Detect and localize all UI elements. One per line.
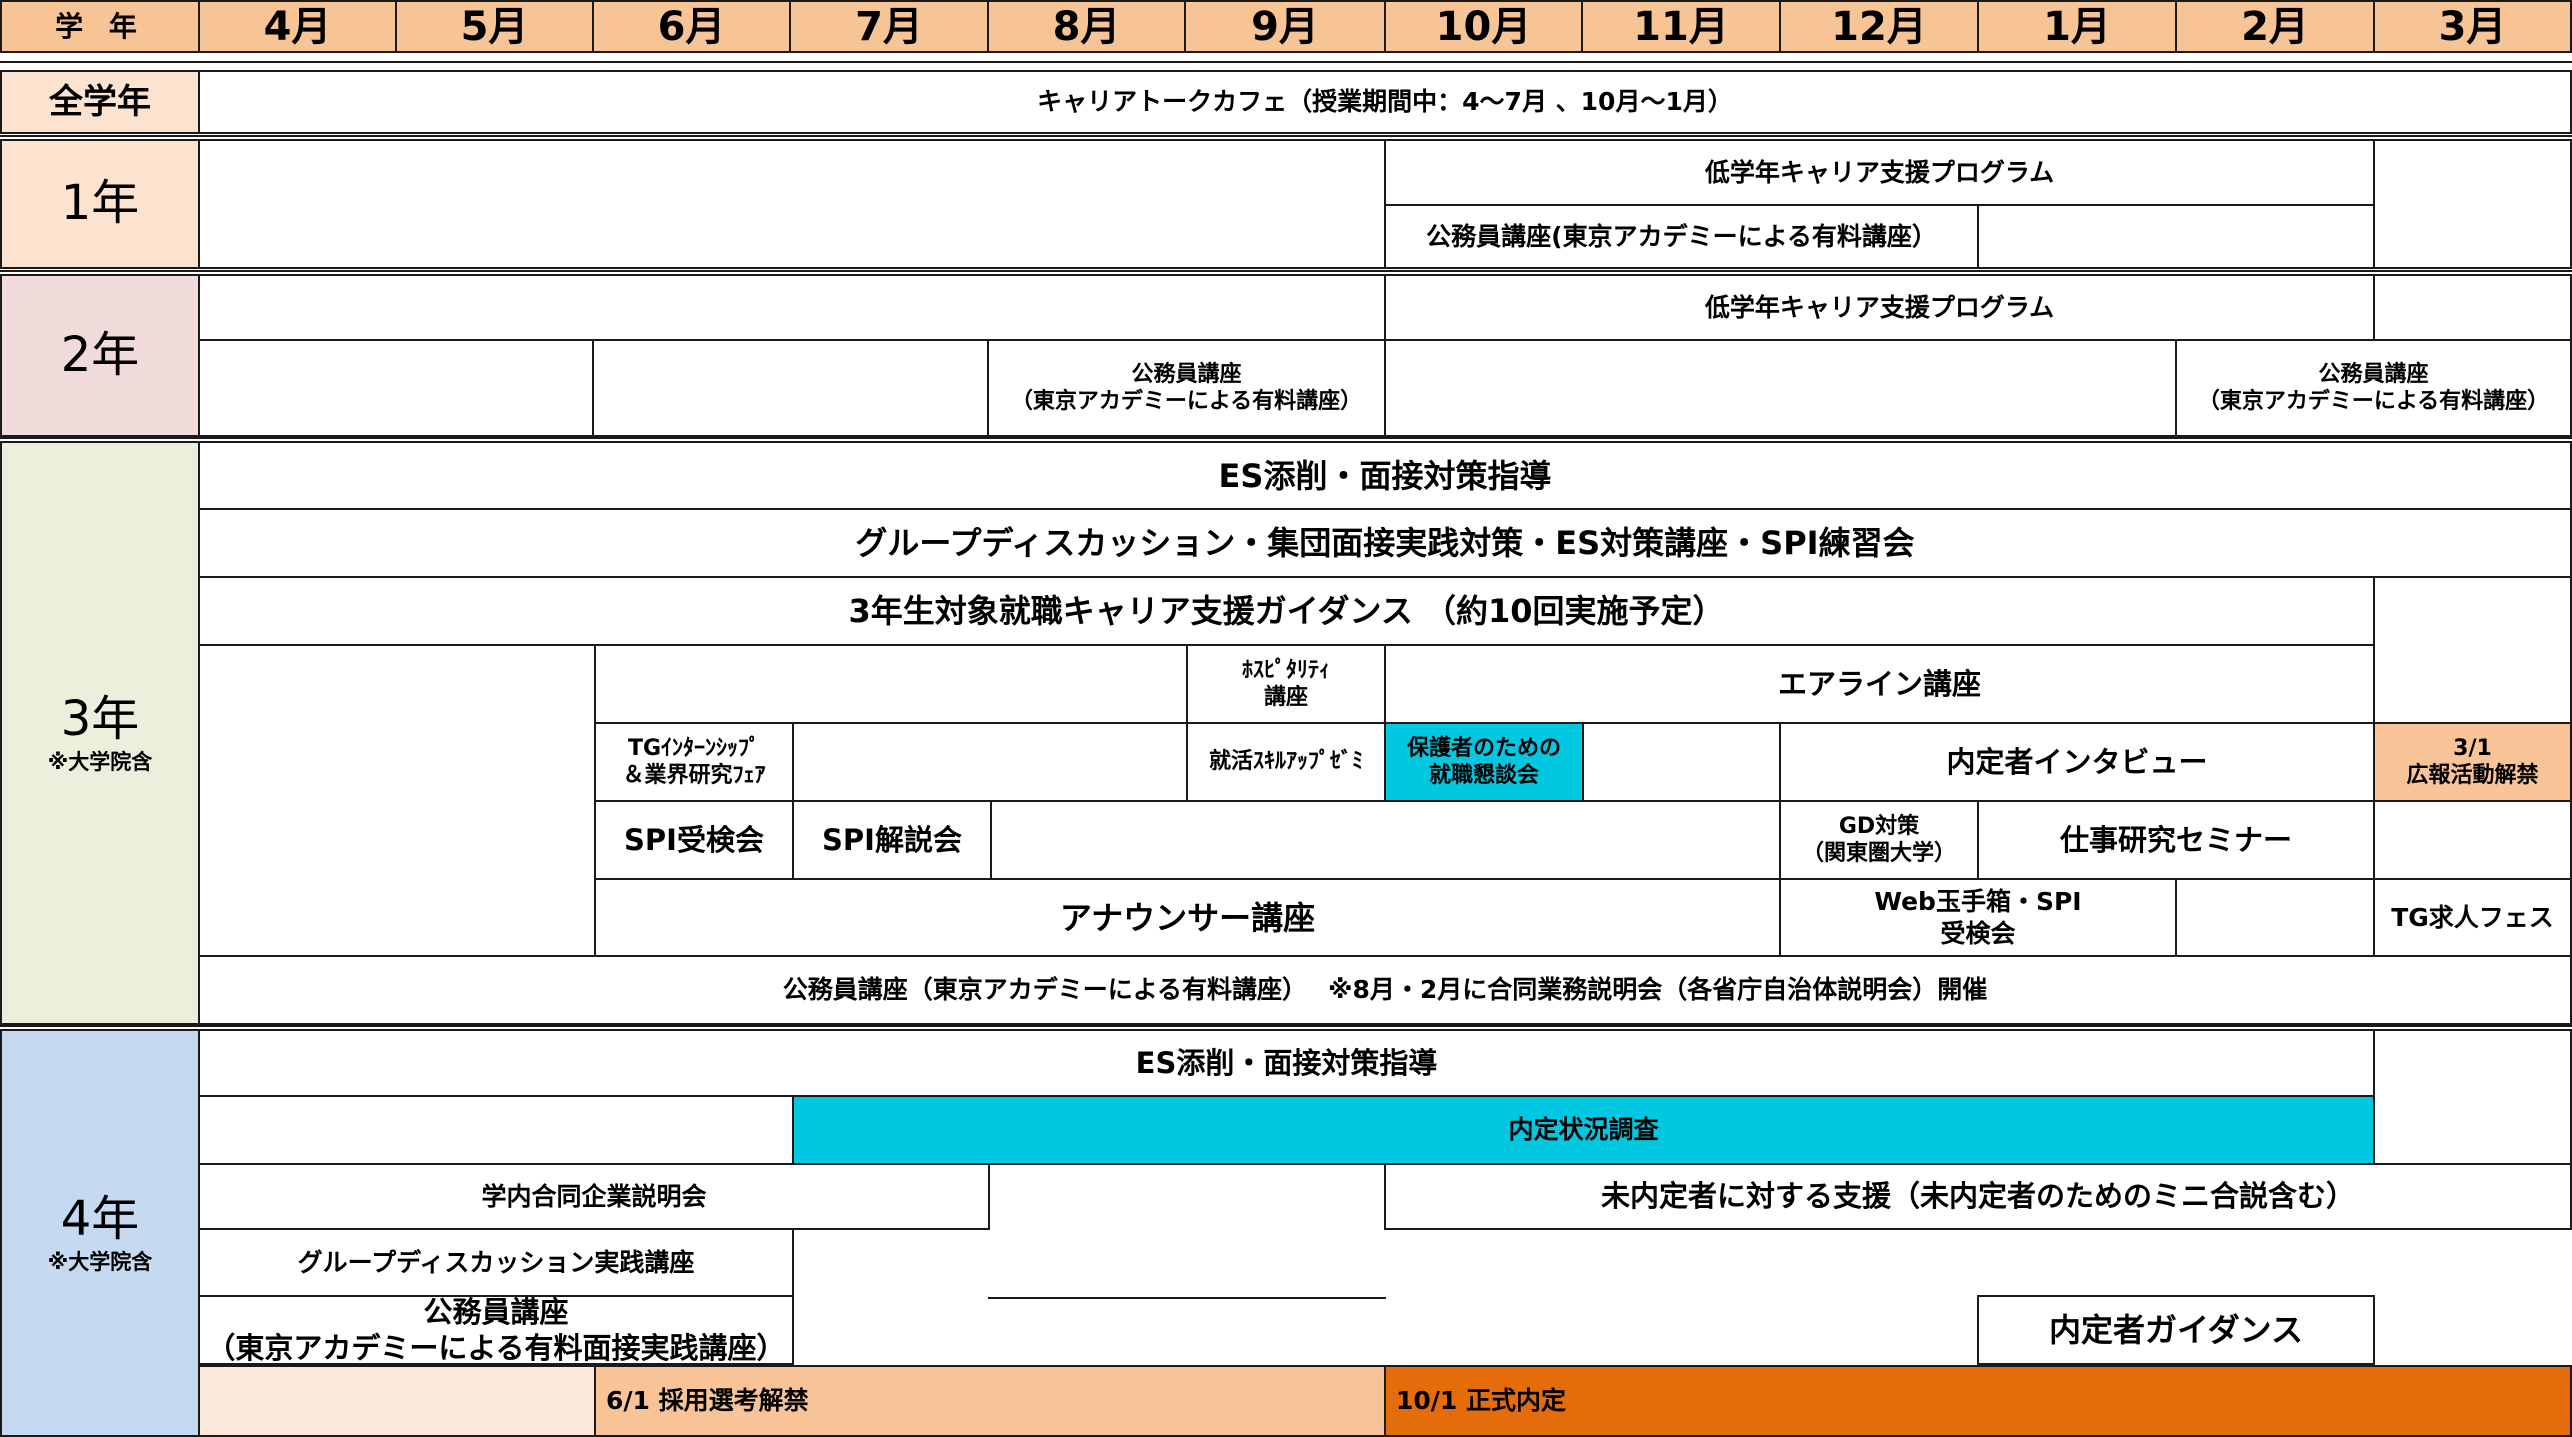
grade-3: 3年 ※大学院含 [0,441,200,1025]
g4-campus-company-fair: 学内合同企業説明会 [198,1163,990,1230]
g1-blank-b [2373,139,2572,269]
g4-selection-start: 6/1 採用選考解禁 [594,1365,1386,1437]
g4-naitei-guidance: 内定者ガイダンス [1977,1295,2375,1365]
month-header-6: 6月 [592,0,791,53]
g2-blank-e [592,339,989,437]
grade-4-label: 4年 [60,1191,140,1248]
g3-tg-internship-fair: TGｲﾝﾀｰﾝｼｯﾌﾟ ＆業界研究ﾌｪｱ [594,722,794,802]
separator-line [0,61,2572,63]
grade-4-note: ※大学院含 [47,1249,153,1274]
g4-official-offer: 10/1 正式内定 [1384,1365,2572,1437]
g3-blank-right [2373,800,2572,880]
g3-naitei-interview: 内定者インタビュー [1779,722,2375,802]
g1-blank-a [198,139,1386,269]
separator-line [0,437,2572,439]
g2-blank-d [1384,339,2177,437]
month-header-5: 5月 [395,0,594,53]
g4-blank-survey-left [198,1095,794,1165]
separator-line [0,135,2572,137]
grade-4: 4年 ※大学院含 [0,1029,200,1437]
g1-civil-service-course: 公務員講座(東京アカデミーによる有料講座） [1384,204,1979,269]
g4-bottom-lightbar [198,1365,596,1437]
g3-es-interview-guidance: ES添削・面接対策指導 [198,441,2572,510]
month-header-2: 2月 [2175,0,2375,53]
g3-group-discussion-practice: グループディスカッション・集団面接実践対策・ES対策講座・SPI練習会 [198,508,2572,578]
g4-blank-mid [988,1163,1386,1299]
g2-blank-b [2373,274,2572,341]
g2-blank-a [198,274,1386,341]
g3-hospitality-course: ﾎｽﾋﾟﾀﾘﾃｨ 講座 [1186,644,1386,724]
g3-pr-activities-start: 3/1 広報活動解禁 [2373,722,2572,802]
g3-career-guidance: 3年生対象就職キャリア支援ガイダンス （約10回実施予定） [198,576,2375,646]
month-header-8: 8月 [987,0,1186,53]
grade-3-note: ※大学院含 [47,749,153,774]
grade-1-label: 1年 [60,175,140,232]
grade-all-label: 全学年 [49,81,151,122]
month-header-7: 7月 [789,0,989,53]
month-header-12: 12月 [1779,0,1979,53]
month-header-4: 4月 [198,0,397,53]
g3-spi-explanation: SPI解説会 [792,800,992,880]
g3-web-spi-exam: Web玉手箱・SPI 受検会 [1779,878,2177,957]
separator-line [0,1025,2572,1027]
g3-tg-job-fest: TG求人フェス [2373,878,2572,957]
g4-unplaced-support: 未内定者に対する支援（未内定者のためのミニ合説含む） [1384,1163,2572,1230]
g3-blank-mid4 [990,800,1781,880]
g3-job-skillup-seminar: 就活ｽｷﾙｱｯﾌﾟｾﾞﾐ [1186,722,1386,802]
g3-civil-service-note: 公務員講座（東京アカデミーによる有料講座） ※8月・2月に合同業務説明会（各省庁… [198,955,2572,1025]
career-talk-cafe: キャリアトークカフェ（授業期間中：4～7月 、10月～1月） [198,70,2572,134]
separator-line [0,270,2572,272]
month-header-10: 10月 [1384,0,1583,53]
g3-gd-kanto-universities: GD対策 （関東圏大学） [1779,800,1979,880]
g3-blank-mid2 [792,722,1188,802]
month-header-9: 9月 [1184,0,1386,53]
month-header-11: 11月 [1581,0,1781,53]
g4-es-interview-guidance: ES添削・面接対策指導 [198,1029,2375,1097]
g3-spi-exam: SPI受検会 [594,800,794,880]
month-header-1: 1月 [1977,0,2177,53]
g4-naitei-status-survey: 内定状況調査 [792,1095,2375,1165]
g3-blank-right2 [2175,878,2375,957]
month-header-3: 3月 [2373,0,2572,53]
g4-civil-service-interview-course: 公務員講座 （東京アカデミーによる有料面接実践講座） [198,1295,794,1365]
g1-blank-c [1977,204,2375,269]
g1-low-grade-program: 低学年キャリア支援プログラム [1384,139,2375,206]
grade-2: 2年 [0,274,200,437]
g3-job-research-seminar: 仕事研究セミナー [1977,800,2375,880]
g3-announcer-course: アナウンサー講座 [594,878,1781,957]
grade-2-label: 2年 [60,326,140,383]
grade-1: 1年 [0,139,200,269]
g4-blank-top-right [2373,1029,2572,1165]
g3-blank-left [198,644,596,957]
g2-low-grade-program: 低学年キャリア支援プログラム [1384,274,2375,341]
g2-civil-service-course-summer: 公務員講座 （東京アカデミーによる有料講座） [987,339,1386,437]
grade-3-label: 3年 [60,691,140,748]
g3-blank-mid3 [1582,722,1781,802]
g3-parents-job-meeting: 保護者のための 就職懇談会 [1384,722,1584,802]
grade-all: 全学年 [0,70,200,134]
g4-group-discussion-course: グループディスカッション実践講座 [198,1228,794,1297]
g3-blank-mid [594,644,1188,724]
g3-blank-guidance-end [2373,576,2572,724]
g2-civil-service-course-winter: 公務員講座 （東京アカデミーによる有料講座） [2175,339,2572,437]
g2-blank-c [198,339,594,437]
grade-column-header: 学 年 [0,0,200,53]
g3-airline-course: エアライン講座 [1384,644,2375,724]
